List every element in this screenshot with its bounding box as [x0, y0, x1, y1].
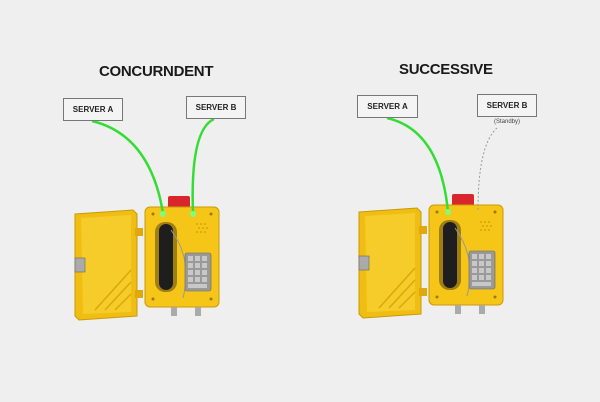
emergency-phone-right: [358, 193, 504, 319]
server-b-box-right: SERVER B: [477, 94, 537, 117]
diagram-title-successive: SUCCESSIVE: [399, 61, 493, 78]
standby-label: (Standby): [494, 119, 521, 125]
connection-line-b-left: [191, 117, 215, 214]
connection-point: [190, 211, 196, 217]
server-a-box-right: SERVER A: [357, 95, 418, 118]
emergency-phone-left: [74, 195, 220, 321]
connection-point: [445, 209, 451, 215]
server-a-box-left: SERVER A: [63, 98, 123, 121]
server-b-box-left: SERVER B: [186, 96, 246, 119]
diagram-title-concurrent: CONCURNDENT: [99, 63, 214, 80]
connection-point: [160, 211, 166, 217]
connection-line-a-left: [91, 119, 165, 214]
standby-line-b-right: [477, 127, 498, 211]
connection-line-a-right: [386, 116, 450, 213]
